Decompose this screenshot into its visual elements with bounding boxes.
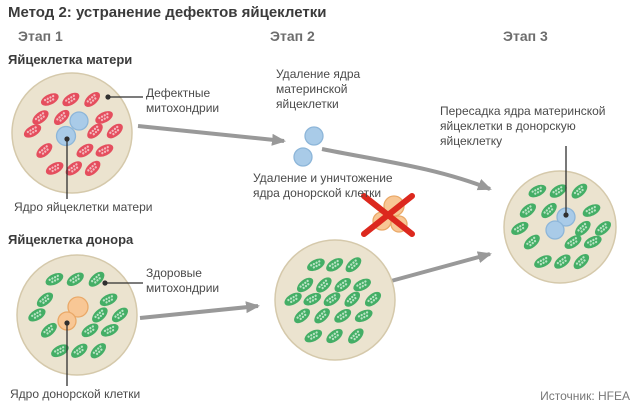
mitochondrion-icon xyxy=(294,308,310,324)
mitochondrion-icon xyxy=(23,124,42,138)
mitochondrion-icon xyxy=(523,234,540,250)
stage-2-heading: Этап 2 xyxy=(270,28,315,44)
mitochondrion-icon xyxy=(334,309,352,323)
removal-mother-nucleus-label: Удаление ядра материнской яйцеклетки xyxy=(276,67,361,111)
pointer-transplanted-nucleus xyxy=(563,146,569,218)
mitochondrion-icon xyxy=(297,277,314,293)
transplant-label: Пересадка ядра материнской яйцеклетки в … xyxy=(440,104,606,148)
mitochondrion-icon xyxy=(65,161,83,176)
mitochondrion-icon xyxy=(45,273,64,286)
mitochondrion-icon xyxy=(92,307,108,323)
page-title: Метод 2: устранение дефектов яйцеклетки xyxy=(8,4,327,21)
mitochondrion-icon xyxy=(28,308,46,322)
enucleated-donor-egg-cell xyxy=(274,239,396,361)
mitochondrion-icon xyxy=(95,111,113,124)
mitochondrion-icon xyxy=(344,291,361,307)
mitochondrion-icon xyxy=(541,202,557,219)
mitochondrion-icon xyxy=(36,292,54,307)
donor-nucleus-label: Ядро донорской клетки xyxy=(10,387,141,401)
mitochondrion-icon xyxy=(326,258,344,272)
mother-egg-cell-nucleus xyxy=(69,111,89,131)
mitochondrion-icon xyxy=(84,92,100,107)
mitochondrion-icon xyxy=(582,204,601,217)
mitochondrion-icon xyxy=(284,292,302,306)
mitochondrion-icon xyxy=(95,144,114,157)
mother-egg-label: Яйцеклетка матери xyxy=(8,52,133,67)
mitochondrion-icon xyxy=(334,277,352,292)
mitochondrion-icon xyxy=(364,291,382,307)
mitochondrion-icon xyxy=(511,221,529,235)
arrow-nucleus-to-stage3 xyxy=(321,147,492,191)
mitochondrion-icon xyxy=(575,220,591,236)
mitochondrion-icon xyxy=(534,255,552,268)
mitochondrion-icon xyxy=(84,160,101,176)
mitochondrion-icon xyxy=(76,143,94,158)
mother-nucleus-label: Ядро яйцеклетки матери xyxy=(14,200,153,214)
mitochondrion-icon xyxy=(51,344,69,358)
mitochondrion-icon xyxy=(314,308,330,324)
mitochondrion-icon xyxy=(106,123,123,139)
mitochondrion-icon xyxy=(32,110,49,125)
mitochondrion-icon xyxy=(87,123,103,139)
mitochondrion-icon xyxy=(100,324,119,337)
mitochondrion-icon xyxy=(71,343,88,358)
pointer-defective-mito xyxy=(105,94,143,100)
mitochondrion-icon xyxy=(81,323,99,338)
mitochondrion-icon xyxy=(519,203,536,218)
mitochondrion-icon xyxy=(45,162,64,175)
mitochondrion-icon xyxy=(40,93,59,106)
mitochondrion-icon xyxy=(303,292,322,306)
reconstructed-egg-cell xyxy=(503,170,617,284)
mitochondrion-icon xyxy=(66,272,84,287)
mitochondrion-icon xyxy=(53,109,70,125)
defective-mitochondria-label: Дефектные митохондрии xyxy=(146,86,220,115)
mitochondrion-icon xyxy=(353,278,371,292)
pointer-healthy-mito xyxy=(102,280,143,286)
mitochondrion-icon xyxy=(573,253,590,270)
mitochondrion-icon xyxy=(90,343,106,359)
mitochondrion-icon xyxy=(99,293,118,307)
mitochondrion-icon xyxy=(583,235,602,249)
mitochondrion-icon xyxy=(571,183,588,199)
arrow-mother-to-stage2 xyxy=(137,124,286,146)
mitochondrion-icon xyxy=(594,221,611,236)
arrow-enucleated-to-stage3 xyxy=(390,251,492,283)
donor-egg-cell xyxy=(16,254,138,376)
mother-egg-cell xyxy=(11,72,133,194)
healthy-mitochondria-label: Здоровые митохондрии xyxy=(146,266,220,295)
pointer-donor-nucleus xyxy=(64,320,70,386)
mitochondrion-icon xyxy=(36,143,53,158)
mitochondrion-icon xyxy=(345,257,362,273)
pointer-mother-nucleus xyxy=(64,136,70,199)
source-credit: Источник: HFEA xyxy=(540,389,630,403)
mitochondrion-icon xyxy=(564,235,582,249)
mitochondrion-icon xyxy=(40,322,57,338)
extracted-mother-nucleus xyxy=(304,126,324,146)
stage-3-heading: Этап 3 xyxy=(503,28,548,44)
reconstructed-egg-cell-nucleus xyxy=(545,220,565,240)
removal-donor-nucleus-label: Удаление и уничтожение ядра донорской кл… xyxy=(253,171,393,200)
mitochondrion-icon xyxy=(111,307,128,323)
arrow-donor-to-stage2 xyxy=(139,301,260,320)
mitochondrion-icon xyxy=(354,309,373,323)
mitochondrion-icon xyxy=(323,292,341,307)
mitochondrion-icon xyxy=(304,329,323,343)
donor-egg-cell-nucleus xyxy=(67,296,89,318)
mitochondrion-icon xyxy=(316,277,332,293)
mitochondrion-icon xyxy=(88,271,105,287)
mitochondrion-icon xyxy=(554,254,571,269)
mitochondrion-icon xyxy=(62,92,80,107)
donor-egg-label: Яйцеклетка донора xyxy=(8,232,134,247)
extracted-mother-nucleus xyxy=(293,147,313,167)
destroyed-cross-icon xyxy=(361,193,415,237)
mitochondrion-icon xyxy=(326,328,343,344)
mitochondrion-icon xyxy=(307,258,325,272)
mitochondrion-icon xyxy=(549,184,567,198)
mother-egg-cell-nucleus xyxy=(55,125,77,147)
mitochondrion-icon xyxy=(528,184,547,198)
mitochondrion-icon xyxy=(348,328,364,344)
stage-1-heading: Этап 1 xyxy=(18,28,63,44)
